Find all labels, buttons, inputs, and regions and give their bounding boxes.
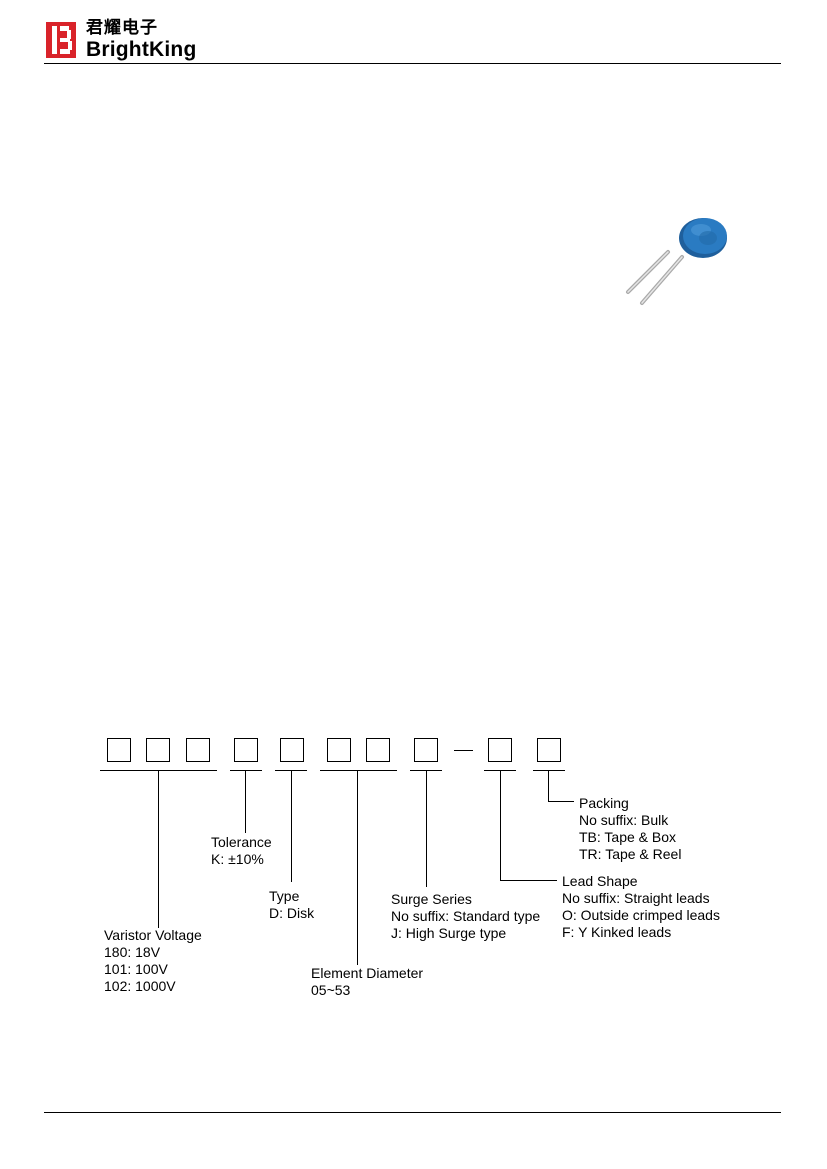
field-lead-shape: Lead Shape No suffix: Straight leads O: … — [562, 873, 720, 941]
code-box — [488, 738, 512, 762]
field-title: Tolerance — [211, 834, 272, 850]
field-option: 180: 18V — [104, 944, 161, 960]
footer-rule — [44, 1112, 781, 1113]
field-tolerance: Tolerance K: ±10% — [211, 834, 272, 868]
field-option: D: Disk — [269, 905, 315, 921]
field-title: Varistor Voltage — [104, 927, 202, 943]
field-option: K: ±10% — [211, 851, 264, 867]
brightking-logo-icon — [46, 22, 76, 58]
field-element-diameter: Element Diameter 05~53 — [311, 965, 423, 999]
code-box — [186, 738, 210, 762]
field-varistor-voltage: Varistor Voltage 180: 18V 101: 100V 102:… — [104, 927, 202, 995]
field-option: No suffix: Bulk — [579, 812, 669, 828]
code-box — [366, 738, 390, 762]
field-option: TR: Tape & Reel — [579, 846, 682, 862]
company-name-english: BrightKing — [86, 38, 197, 61]
field-option: J: High Surge type — [391, 925, 507, 941]
leader-line — [500, 771, 557, 881]
field-option: F: Y Kinked leads — [562, 924, 672, 940]
field-option: No suffix: Standard type — [391, 908, 541, 924]
code-box — [146, 738, 170, 762]
field-title: Lead Shape — [562, 873, 638, 889]
code-box — [537, 738, 561, 762]
field-title: Surge Series — [391, 891, 472, 907]
field-option: 102: 1000V — [104, 978, 176, 994]
code-box — [280, 738, 304, 762]
code-box — [414, 738, 438, 762]
field-packing: Packing No suffix: Bulk TB: Tape & Box T… — [579, 795, 681, 863]
code-box — [107, 738, 131, 762]
field-title: Type — [269, 888, 300, 904]
field-option: No suffix: Straight leads — [562, 890, 710, 906]
code-box — [327, 738, 351, 762]
field-option: 101: 100V — [104, 961, 168, 977]
field-title: Packing — [579, 795, 629, 811]
code-box — [234, 738, 258, 762]
field-option: O: Outside crimped leads — [562, 907, 720, 923]
field-surge-series: Surge Series No suffix: Standard type J:… — [391, 891, 540, 942]
company-name-chinese: 君耀电子 — [86, 18, 158, 38]
field-option: TB: Tape & Box — [579, 829, 677, 845]
leader-line — [548, 771, 574, 802]
field-option: 05~53 — [311, 982, 351, 998]
field-type: Type D: Disk — [269, 888, 314, 922]
disc-varistor-icon — [626, 218, 727, 305]
header-rule — [44, 63, 781, 64]
field-title: Element Diameter — [311, 965, 424, 981]
